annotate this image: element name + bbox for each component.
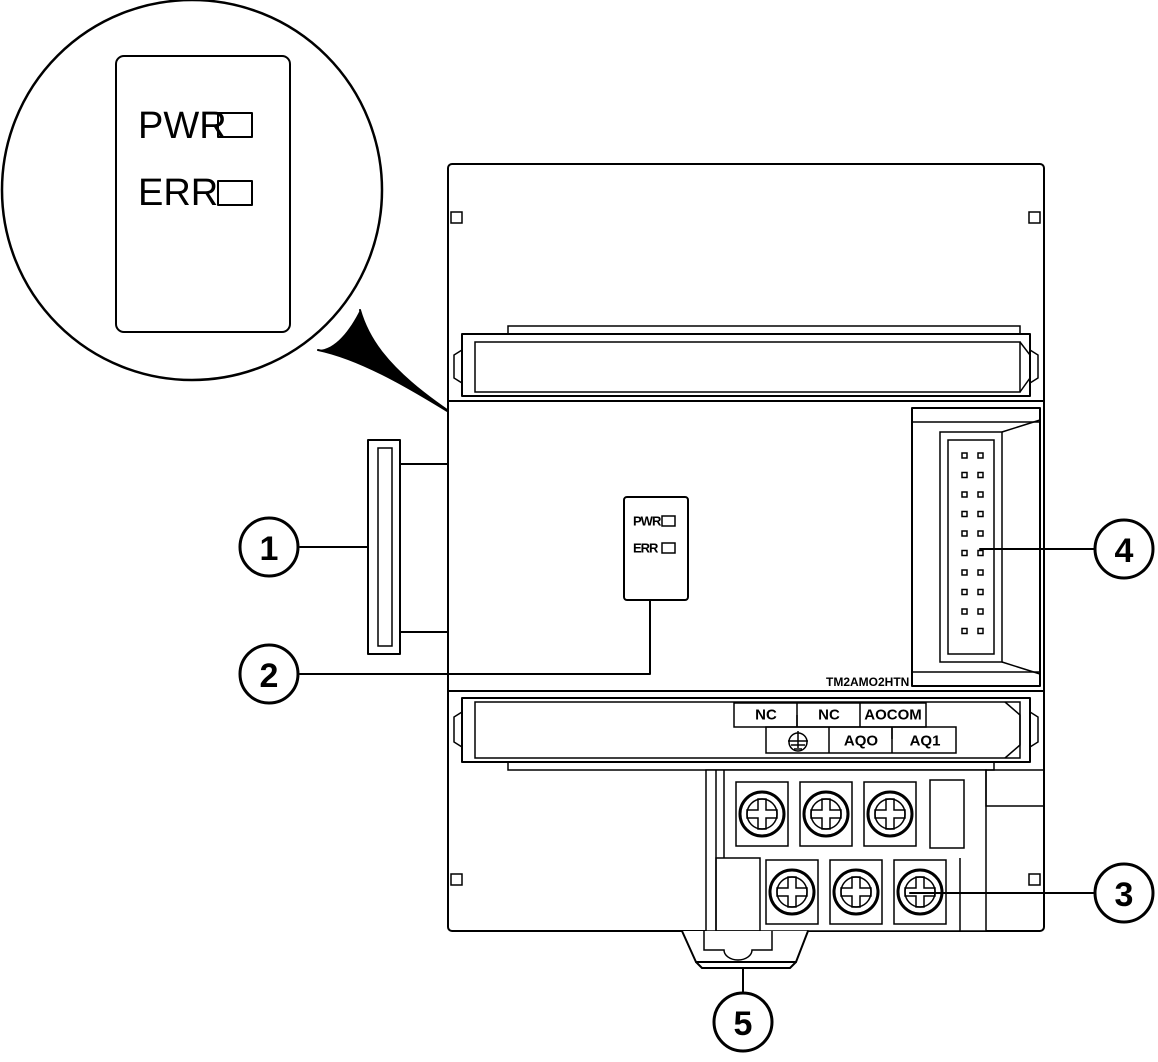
terminal-label-aocom: AOCOM bbox=[864, 707, 922, 724]
callout-5: 5 bbox=[712, 991, 774, 1053]
ground-icon bbox=[788, 731, 808, 752]
pwr-label: PWR bbox=[633, 514, 662, 529]
err-led bbox=[661, 542, 676, 554]
connector-pin bbox=[977, 452, 984, 459]
magnified-pwr-led bbox=[217, 112, 253, 138]
connector-pin bbox=[961, 510, 968, 518]
connector-pin bbox=[977, 588, 984, 596]
connector-pin bbox=[977, 471, 984, 479]
terminal-label-nc-2: NC bbox=[818, 707, 840, 724]
connector-pin bbox=[961, 588, 968, 596]
connector-pin bbox=[961, 452, 968, 459]
connector-pin bbox=[977, 608, 984, 615]
magnified-err-label: ERR bbox=[138, 172, 218, 214]
connector-pin bbox=[977, 549, 984, 557]
connector-pin bbox=[977, 510, 984, 518]
connector-pin bbox=[961, 549, 968, 557]
svg-text:1: 1 bbox=[260, 530, 279, 568]
svg-text:5: 5 bbox=[734, 1005, 753, 1043]
connector-pin bbox=[961, 608, 968, 615]
magnifier: PWR ERR bbox=[0, 0, 626, 521]
callout-4: 4 bbox=[1093, 518, 1155, 580]
io-connector-pins bbox=[961, 452, 984, 635]
callout-2: 2 bbox=[238, 643, 300, 705]
terminal-label-aq0: AQO bbox=[844, 733, 879, 750]
connector-pin bbox=[961, 471, 968, 479]
terminal-screw bbox=[735, 781, 789, 847]
magnified-pwr-label: PWR bbox=[138, 105, 227, 147]
connector-pin bbox=[961, 530, 968, 537]
callout-1: 1 bbox=[238, 516, 300, 578]
io-connector bbox=[911, 407, 1041, 687]
svg-text:2: 2 bbox=[260, 657, 279, 695]
connector-pin bbox=[961, 627, 968, 635]
err-label: ERR bbox=[633, 541, 659, 556]
terminal-screw bbox=[863, 781, 917, 847]
bottom-connector-strip: NC NC AOCOM AQO AQ1 bbox=[447, 690, 1045, 771]
terminal-label-nc-1: NC bbox=[755, 707, 777, 724]
magnified-led-panel bbox=[115, 55, 291, 333]
expansion-connector bbox=[367, 439, 449, 655]
svg-text:3: 3 bbox=[1115, 876, 1134, 914]
terminal-screw bbox=[799, 781, 853, 847]
connector-pin bbox=[977, 627, 984, 635]
terminal-label-aq1: AQ1 bbox=[910, 733, 941, 750]
connector-pin bbox=[977, 530, 984, 537]
terminal-screw bbox=[829, 859, 883, 925]
led-panel: PWR ERR bbox=[623, 496, 689, 601]
top-connector-strip bbox=[447, 325, 1045, 402]
magnifier-circle bbox=[0, 0, 384, 382]
callout-3: 3 bbox=[1093, 862, 1155, 924]
connector-pin bbox=[961, 569, 968, 576]
terminal-screw bbox=[765, 859, 819, 925]
din-rail-clip bbox=[681, 930, 809, 969]
pwr-led bbox=[661, 515, 676, 527]
svg-text:4: 4 bbox=[1115, 532, 1134, 570]
connector-pin bbox=[961, 491, 968, 498]
connector-pin bbox=[977, 491, 984, 498]
model-label: TM2AMO2HTN bbox=[826, 675, 909, 689]
magnified-err-led bbox=[217, 180, 253, 206]
connector-pin bbox=[977, 569, 984, 576]
